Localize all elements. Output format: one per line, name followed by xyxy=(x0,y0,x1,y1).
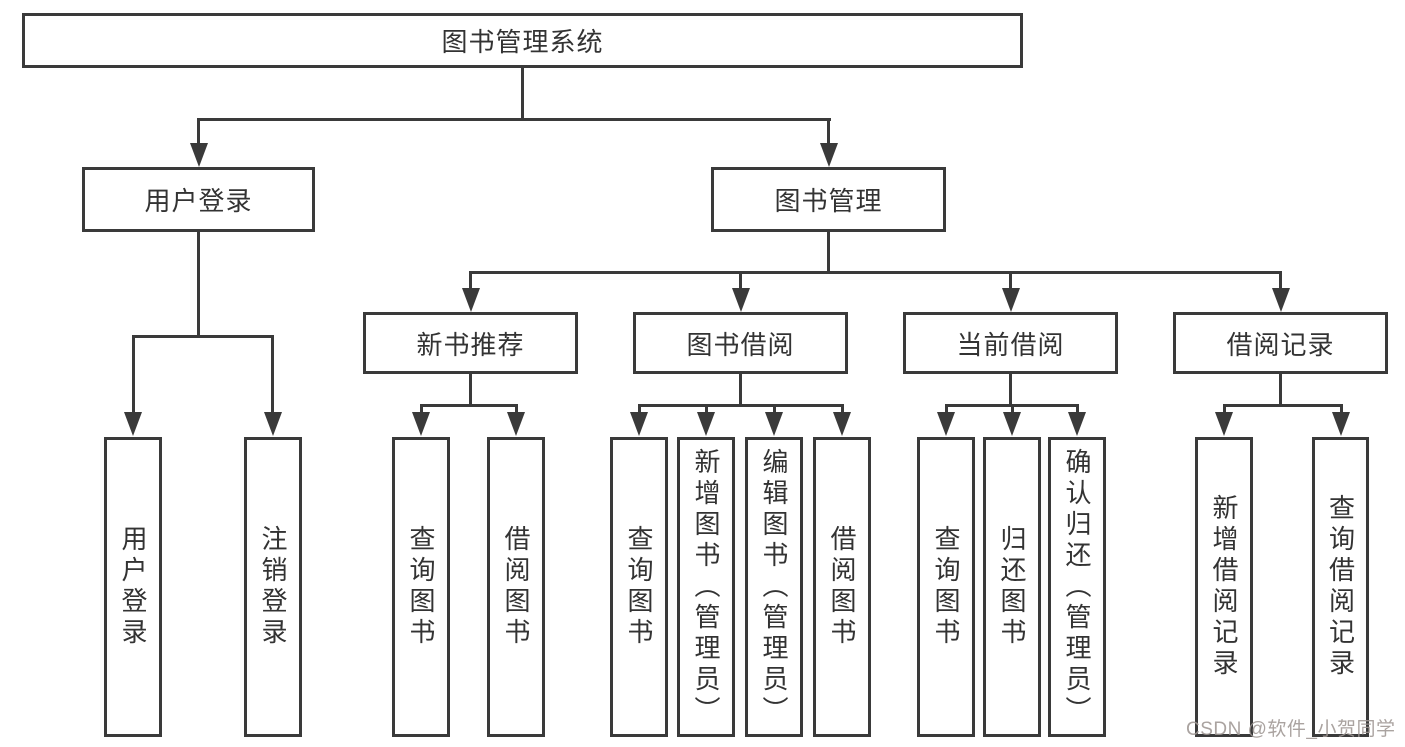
connector-vline xyxy=(197,230,200,337)
connector-vline xyxy=(1279,271,1282,290)
connector-vline xyxy=(638,404,641,414)
leaf-label: 用户登录 xyxy=(118,525,148,649)
leaf-search-books-recommend: 查询图书 xyxy=(392,437,450,737)
connector-vline xyxy=(1076,404,1079,414)
leaf-search-books-current: 查询图书 xyxy=(917,437,975,737)
leaf-return-book: 归还图书 xyxy=(983,437,1041,737)
connector-vline xyxy=(1009,271,1012,290)
leaf-borrow-books-borrowing: 借阅图书 xyxy=(813,437,871,737)
connector-vline xyxy=(420,404,423,414)
connector-vline xyxy=(1009,373,1012,406)
arrow-down-icon xyxy=(462,288,480,312)
connector-vline xyxy=(197,118,200,145)
node-book-management: 图书管理 xyxy=(711,167,946,232)
node-label: 图书借阅 xyxy=(686,329,795,360)
connector-vline xyxy=(1011,404,1014,414)
arrow-down-icon xyxy=(820,143,838,167)
node-user-login: 用户登录 xyxy=(82,167,315,232)
connector-vline xyxy=(521,66,524,119)
connector-vline xyxy=(739,271,742,290)
connector-hline xyxy=(1223,404,1342,407)
connector-vline xyxy=(739,373,742,406)
arrow-down-icon xyxy=(1332,412,1350,436)
connector-hline xyxy=(638,404,844,407)
connector-vline xyxy=(469,373,472,406)
connector-vline xyxy=(469,271,472,290)
leaf-label: 新增图书（管理员） xyxy=(691,447,721,727)
leaf-confirm-return-admin: 确认归还（管理员） xyxy=(1048,437,1106,737)
connector-vline xyxy=(1279,373,1282,406)
arrow-down-icon xyxy=(1002,288,1020,312)
leaf-label: 查询借阅记录 xyxy=(1325,494,1356,680)
leaf-borrow-books-recommend: 借阅图书 xyxy=(487,437,545,737)
arrow-down-icon xyxy=(1215,412,1233,436)
leaf-label: 借阅图书 xyxy=(827,525,857,649)
leaf-search-books-borrowing: 查询图书 xyxy=(610,437,668,737)
arrow-down-icon xyxy=(697,412,715,436)
connector-vline xyxy=(705,404,708,414)
leaf-label: 查询图书 xyxy=(406,525,436,649)
leaf-user-login: 用户登录 xyxy=(104,437,162,737)
connector-vline xyxy=(827,118,830,145)
connector-vline xyxy=(1223,404,1226,414)
leaf-label: 查询图书 xyxy=(624,525,654,649)
arrow-down-icon xyxy=(937,412,955,436)
arrow-down-icon xyxy=(833,412,851,436)
arrow-down-icon xyxy=(630,412,648,436)
arrow-down-icon xyxy=(412,412,430,436)
arrow-down-icon xyxy=(1003,412,1021,436)
node-label: 用户登录 xyxy=(144,186,253,216)
node-library-management-system: 图书管理系统 xyxy=(22,13,1023,68)
connector-vline xyxy=(1340,404,1343,414)
connector-vline xyxy=(773,404,776,414)
leaf-label: 归还图书 xyxy=(997,525,1027,649)
leaf-label: 查询图书 xyxy=(931,525,961,649)
node-label: 新书推荐 xyxy=(416,329,525,360)
connector-hline xyxy=(197,118,831,121)
leaf-label: 借阅图书 xyxy=(501,525,531,649)
leaf-search-borrow-record: 查询借阅记录 xyxy=(1312,437,1369,737)
connector-vline xyxy=(945,404,948,414)
connector-vline xyxy=(515,404,518,414)
node-book-borrowing: 图书借阅 xyxy=(633,312,848,374)
arrow-down-icon xyxy=(264,412,282,436)
arrow-down-icon xyxy=(1272,288,1290,312)
node-label: 图书管理系统 xyxy=(441,27,604,57)
node-new-book-recommendation: 新书推荐 xyxy=(363,312,578,374)
node-current-borrowing: 当前借阅 xyxy=(903,312,1118,374)
watermark: CSDN @软件_小贺同学 xyxy=(1186,719,1396,740)
connector-hline xyxy=(132,335,274,338)
connector-vline xyxy=(271,335,274,415)
node-label: 图书管理 xyxy=(774,186,883,216)
leaf-logout: 注销登录 xyxy=(244,437,302,737)
arrow-down-icon xyxy=(507,412,525,436)
arrow-down-icon xyxy=(1068,412,1086,436)
arrow-down-icon xyxy=(190,143,208,167)
arrow-down-icon xyxy=(124,412,142,436)
leaf-add-book-admin: 新增图书（管理员） xyxy=(677,437,735,737)
leaf-add-borrow-record: 新增借阅记录 xyxy=(1195,437,1253,737)
connector-hline xyxy=(420,404,517,407)
leaf-label: 新增借阅记录 xyxy=(1209,494,1239,680)
leaf-label: 注销登录 xyxy=(258,525,288,649)
node-borrowing-records: 借阅记录 xyxy=(1173,312,1388,374)
arrow-down-icon xyxy=(765,412,783,436)
arrow-down-icon xyxy=(732,288,750,312)
leaf-edit-book-admin: 编辑图书（管理员） xyxy=(745,437,803,737)
connector-vline xyxy=(827,230,830,273)
node-label: 借阅记录 xyxy=(1226,329,1335,360)
node-label: 当前借阅 xyxy=(956,329,1065,360)
leaf-label: 确认归还（管理员） xyxy=(1062,447,1092,727)
connector-hline xyxy=(469,271,1282,274)
leaf-label: 编辑图书（管理员） xyxy=(759,447,789,727)
connector-vline xyxy=(132,335,135,415)
connector-vline xyxy=(841,404,844,414)
